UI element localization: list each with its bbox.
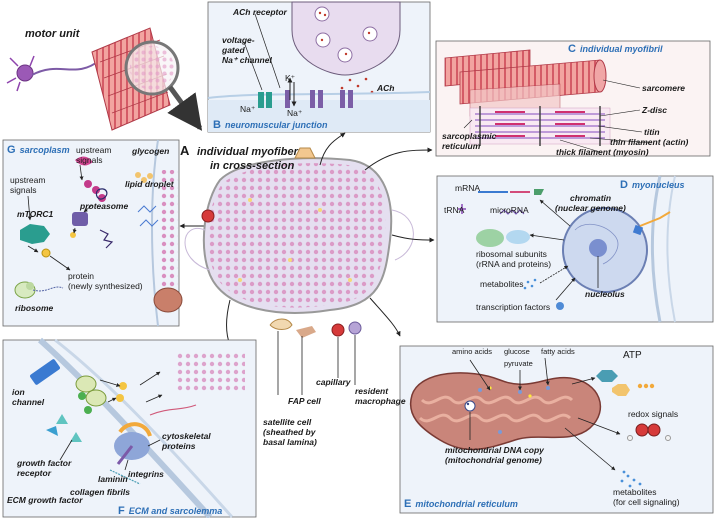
proteasome-label: proteasome	[80, 201, 129, 211]
pyruvate-label: pyruvate	[504, 359, 533, 368]
panel-e-title-text: mitochondrial reticulum	[415, 499, 518, 509]
panel-a-letter: A	[180, 143, 190, 158]
panel-e-letter: E	[404, 498, 412, 510]
myofiber-title-line1: individual myofiber	[197, 146, 298, 158]
mtdna-label-line2: (mitochondrial genome)	[445, 455, 542, 465]
thin-filament-label: thin filament (actin)	[610, 137, 689, 147]
sr-label-line2: reticulum	[442, 141, 481, 151]
fap-cell-label: FAP cell	[288, 396, 321, 406]
macrophage-label-line1: resident	[355, 386, 389, 396]
trna-label: tRNA	[444, 205, 465, 215]
amino-acids-label: amino acids	[452, 347, 493, 356]
sarcomere-label: sarcomere	[642, 83, 686, 93]
transcription-factors-label: transcription factors	[476, 302, 551, 312]
titin-label: titin	[644, 127, 660, 137]
laminin-label: laminin	[98, 474, 128, 484]
sodium-label-channel: Na⁺	[240, 104, 256, 114]
sr-label-line1: sarcoplasmic	[442, 131, 497, 141]
panel-f-box	[2, 337, 257, 518]
collagen-label: collagen fibrils	[70, 487, 130, 497]
panel-g-title-text: sarcoplasm	[19, 145, 70, 155]
panel-b-box	[207, 1, 431, 133]
cytoskeletal-label-line2: proteins	[162, 441, 196, 451]
motor-unit-label: motor unit	[25, 28, 80, 40]
upstream-signals-top-line2: signals	[76, 155, 103, 165]
panel-d-letter: D	[620, 179, 628, 191]
upstream-signals-top-line1: upstream	[76, 145, 112, 155]
na-channel-label-line2: gated	[222, 45, 245, 55]
potassium-label: K⁺	[285, 73, 296, 83]
satellite-cell-label-line3: basal lamina)	[263, 437, 317, 447]
upstream-signals-left-line1: upstream	[10, 175, 46, 185]
atp-label: ATP	[623, 350, 642, 361]
panel-f-letter: F	[118, 505, 125, 517]
metabolites-signaling-label-line2: (for cell signaling)	[613, 497, 680, 507]
zdisc-label: Z-disc	[642, 105, 668, 115]
panel-c-letter: C	[568, 43, 576, 55]
myofiber-cross-section	[184, 132, 435, 395]
panel-e-box	[399, 345, 714, 514]
panel-g-letter: G	[7, 144, 16, 156]
ach-receptor-label: ACh receptor	[233, 7, 287, 17]
panel-c-title-text: individual myofibril	[579, 44, 663, 54]
motor-unit-illustration	[6, 27, 203, 131]
panel-g-box	[2, 139, 205, 327]
ion-channel-label-line2: channel	[12, 397, 45, 407]
metabolites-signaling-label-line1: metabolites	[613, 487, 657, 497]
gf-receptor-label-line1: growth factor	[17, 458, 72, 468]
mtorc1-label: mTORC1	[17, 209, 54, 219]
ribosomal-subunits-label-line2: (rRNA and proteins)	[476, 259, 552, 269]
ribosome-label: ribosome	[15, 303, 54, 313]
panel-b-letter: B	[213, 119, 221, 131]
na-channel-label-line1: voltage-	[222, 35, 255, 45]
chromatin-label-line1: chromatin	[570, 193, 612, 203]
metabolites-label: metabolites	[480, 279, 524, 289]
panel-f-title-text: ECM and sarcolemma	[128, 506, 223, 516]
sodium-label-influx: Na⁺	[287, 108, 303, 118]
myofiber-title-line2: in cross-section	[210, 160, 295, 172]
capillary-label: capillary	[316, 377, 351, 387]
panel-d-box	[436, 175, 714, 323]
redox-signals-label: redox signals	[628, 409, 679, 419]
gf-receptor-label-line2: receptor	[17, 468, 52, 478]
integrins-label: integrins	[128, 469, 164, 479]
panel-c-box	[435, 40, 711, 157]
na-channel-label-line3: Na⁺ channel	[222, 55, 272, 65]
satellite-cell-label-line1: satellite cell	[263, 417, 312, 427]
upstream-signals-left-line2: signals	[10, 185, 37, 195]
nucleolus-label: nucleolus	[585, 289, 625, 299]
panel-b-title-text: neuromuscular junction	[224, 120, 328, 130]
protein-label-line2: (newly synthesized)	[68, 281, 143, 291]
chromatin-label-line2: (nuclear genome)	[555, 203, 626, 213]
glucose-label: glucose	[504, 347, 530, 356]
macrophage-label-line2: macrophage	[355, 396, 406, 406]
fatty-acids-label: fatty acids	[541, 347, 575, 356]
lipid-droplet-label: lipid droplet	[125, 179, 174, 189]
panel-d-title-text: myonucleus	[631, 180, 685, 190]
mtdna-label-line1: mitochondrial DNA copy	[445, 445, 544, 455]
microrna-label: microRNA	[490, 205, 529, 215]
mrna-label: mRNA	[455, 183, 481, 193]
ach-label: ACh	[377, 83, 395, 93]
satellite-cell-label-line2: (sheathed by	[263, 427, 316, 437]
ribosomal-subunits-label-line1: ribosomal subunits	[476, 249, 547, 259]
ion-channel-label-line1: ion	[12, 387, 25, 397]
cytoskeletal-label-line1: cytoskeletal	[162, 431, 211, 441]
ecm-growth-factor-label: ECM growth factor	[7, 495, 83, 505]
glycogen-label: glycogen	[132, 146, 170, 156]
protein-label-line1: protein	[68, 271, 94, 281]
thick-filament-label: thick filament (myosin)	[556, 147, 649, 157]
